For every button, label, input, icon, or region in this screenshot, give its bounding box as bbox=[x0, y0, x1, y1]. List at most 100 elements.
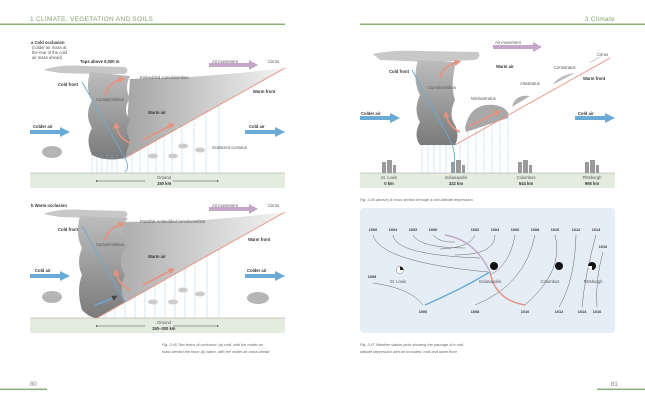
diagram-label: Warm air bbox=[496, 64, 514, 69]
diagram-label: Warm air bbox=[148, 254, 166, 259]
diagram-label: Pittsburgh bbox=[583, 175, 603, 180]
warm-front-line bbox=[124, 67, 286, 159]
diagram-label: 150–300 km bbox=[152, 326, 176, 331]
diagram-label: Cumulonimbus bbox=[96, 242, 124, 247]
diagram-label: Possible embedded cumulonimbus bbox=[140, 219, 205, 224]
diagram-label: 1014 bbox=[592, 228, 601, 232]
page-number-right: 81 bbox=[611, 382, 618, 388]
caption-fig-3-45: Fig. 3.45 Two forms of occlusion: (a) co… bbox=[162, 343, 264, 347]
header-rule-left bbox=[0, 23, 285, 26]
diagram-label: 1014 bbox=[578, 310, 587, 314]
diagram-label: Air movement bbox=[212, 59, 239, 64]
diagram-label: 1012 bbox=[572, 228, 580, 232]
colder-air-arrow bbox=[30, 127, 70, 137]
diagram-label: Colder air bbox=[361, 111, 381, 116]
page-number-left: 80 bbox=[30, 382, 37, 388]
diagram-label: latitude depression with an occluded, co… bbox=[360, 350, 458, 354]
diagram-label: 1008 bbox=[471, 310, 479, 314]
diagram-label: Ground bbox=[157, 320, 172, 325]
diagram-label: Cumulonimbus bbox=[96, 97, 124, 102]
diagram-label: Cirrus bbox=[268, 59, 279, 64]
diagram-label: Cold air bbox=[578, 111, 594, 116]
diagram-label: a Cold occlusion bbox=[31, 40, 65, 45]
diagram-label: Cold air bbox=[249, 124, 265, 129]
cumulonimbus-cloud bbox=[87, 72, 130, 160]
diagram-label: Altostratus bbox=[520, 81, 540, 86]
diagram-label: 644 km bbox=[519, 181, 533, 186]
cloud-small bbox=[42, 146, 62, 158]
diagram-label: 1012 bbox=[555, 310, 563, 314]
diagram-label: Colder air bbox=[33, 124, 53, 129]
diagram-label: 1016 bbox=[593, 310, 601, 314]
running-head-left: 1 CLIMATE, VEGETATION AND SOILS bbox=[30, 16, 153, 23]
diagram-label: Warm front bbox=[253, 89, 276, 94]
diagram-label: 1016 bbox=[599, 245, 607, 249]
diagram-label: St. Louis bbox=[381, 175, 397, 180]
diagram-label: Cirrus bbox=[597, 52, 608, 57]
diagram-label: Cumulonimbus bbox=[428, 85, 456, 90]
diagram-label: Warm front bbox=[248, 237, 271, 242]
diagram-label: 1002 bbox=[409, 228, 417, 232]
diagram-label: Cold front bbox=[58, 227, 79, 232]
ground-strip bbox=[30, 318, 285, 333]
anvil-cloud bbox=[43, 65, 128, 74]
diagram-label: St. Louis bbox=[390, 279, 406, 284]
diagram-label: air mass ahead) bbox=[32, 55, 63, 60]
diagram-label: 1000 bbox=[429, 228, 437, 232]
diagram-label: the rear of the cold bbox=[32, 50, 68, 55]
diagram-warm-occlusion: b Warm occlusion Air movement Cirrus Pos… bbox=[30, 203, 286, 333]
diagram-label: Air movement bbox=[495, 40, 522, 45]
diagram-label: 1008 bbox=[368, 275, 376, 279]
diagram-label: 1010 bbox=[521, 310, 529, 314]
diagram-label: Columbus bbox=[517, 175, 536, 180]
diagram-label: Pittsburgh bbox=[584, 279, 604, 284]
diagram-label: Indianapolis bbox=[445, 175, 467, 180]
weather-map: 1006 1004 1002 1000 1002 1004 1006 1008 … bbox=[360, 208, 615, 333]
diagram-label: Air movement bbox=[212, 203, 239, 208]
diagram-label: Scattered cumulus bbox=[212, 145, 247, 150]
diagram-label: Cold front bbox=[389, 69, 410, 74]
diagram-label: (colder air mass at bbox=[32, 45, 67, 50]
diagram-label: Cold front bbox=[58, 82, 79, 87]
running-head-right: 3 Climate bbox=[585, 16, 615, 23]
diagram-label: 1004 bbox=[389, 228, 398, 232]
diagram-label: Warm front bbox=[583, 76, 606, 81]
diagram-label: 1006 bbox=[511, 228, 519, 232]
station-plots bbox=[396, 262, 596, 274]
diagram-label: mass behind the front; (b) warm, with th… bbox=[162, 350, 270, 354]
diagram-label: 1004 bbox=[491, 228, 500, 232]
rain-lines bbox=[91, 106, 220, 173]
diagram-label: 1006 bbox=[369, 228, 377, 232]
occluded-front bbox=[444, 234, 491, 273]
caption-fig-3-46: Fig. 3.46 (above) A cross section throug… bbox=[360, 198, 474, 202]
cold-front-line bbox=[81, 81, 128, 173]
diagram-label: Ground bbox=[157, 175, 172, 180]
diagram-label: 1010 bbox=[551, 228, 559, 232]
diagram-label: Cirrostratus bbox=[554, 65, 576, 70]
diagram-label: 0 km bbox=[384, 181, 394, 186]
diagram-label: 1002 bbox=[471, 228, 479, 232]
diagram-cold-occlusion: a Cold occlusion (colder air mass at the… bbox=[30, 40, 286, 188]
diagram-label: Nimbostratus bbox=[471, 96, 496, 101]
diagram-label: b Warm occlusion bbox=[31, 203, 67, 208]
isobars bbox=[372, 234, 604, 308]
diagram-cross-section: Air movement Cirrus Cirrostratus Warm ai… bbox=[360, 40, 615, 188]
diagram-label: 322 km bbox=[449, 181, 463, 186]
ground-strip bbox=[30, 173, 285, 188]
warm-front bbox=[489, 271, 526, 306]
diagram-label: Cirrus bbox=[268, 203, 279, 208]
diagram-label: 150 km bbox=[157, 181, 171, 186]
diagram-label: 1008 bbox=[531, 228, 539, 232]
diagram-label: Indianapolis bbox=[479, 279, 501, 284]
header-rule-right bbox=[360, 23, 645, 26]
diagram-label: 965 km bbox=[585, 181, 599, 186]
diagram-label: Cold air bbox=[35, 268, 51, 273]
cold-front bbox=[424, 271, 491, 306]
city-buildings bbox=[382, 160, 599, 173]
air-movement-arrow bbox=[209, 60, 258, 70]
diagram-label: Colder air bbox=[247, 268, 267, 273]
diagram-label: Tops above 6,000 m bbox=[80, 59, 120, 64]
cold-air-arrow bbox=[245, 127, 285, 137]
diagram-label: 1006 bbox=[419, 310, 427, 314]
